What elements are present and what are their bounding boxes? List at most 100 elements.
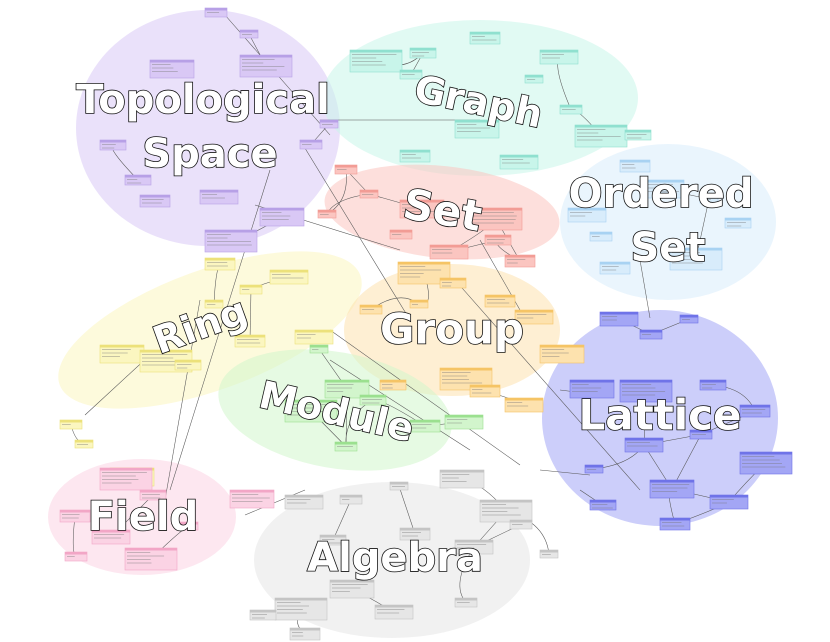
concept-node-group-6 (409, 299, 429, 309)
relation-edge-73 (84, 354, 151, 416)
concept-node-lattice-11 (649, 479, 695, 499)
concept-node-module-7 (334, 441, 358, 452)
concept-node-algebra-9 (509, 519, 533, 530)
concept-node-group-8 (439, 367, 493, 391)
region-label-lattice: Lattice (578, 391, 741, 440)
concept-node-ring-10 (59, 419, 83, 430)
concept-node-algebra-2 (339, 494, 363, 505)
concept-node-field-3 (59, 509, 91, 523)
concept-node-topological-space-6 (139, 194, 171, 208)
concept-node-topological-space-1 (204, 7, 228, 18)
concept-node-topological-space-12 (124, 174, 152, 186)
concept-node-algebra-16 (454, 597, 478, 608)
concept-node-group-7 (539, 344, 585, 364)
concept-node-set-9 (317, 209, 337, 219)
concept-node-graph-1 (349, 49, 403, 73)
relation-edge-75 (539, 469, 591, 476)
concept-node-algebra-11 (329, 579, 375, 599)
concept-node-group-10 (469, 384, 501, 398)
node-layer (59, 7, 793, 641)
concept-node-graph-9 (624, 129, 652, 141)
concept-node-lattice-5 (619, 379, 673, 403)
concept-node-group-2 (439, 277, 467, 289)
relation-edge-64 (329, 329, 521, 466)
concept-node-field-7 (229, 489, 275, 509)
concept-node-field-1 (99, 467, 153, 491)
concept-node-graph-6 (524, 74, 544, 84)
concept-node-graph-4 (539, 49, 579, 65)
concept-node-graph-10 (399, 149, 431, 163)
region-label-algebra: Algebra (307, 535, 483, 581)
concept-node-graph-7 (454, 119, 500, 139)
concept-node-algebra-6 (319, 534, 347, 546)
region-label-ordered-set-line-1: Ordered (569, 171, 754, 217)
concept-node-module-6 (444, 414, 484, 430)
concept-node-ordered-set-1 (619, 159, 651, 173)
concept-node-ring-2 (269, 269, 309, 285)
concept-node-algebra-13 (249, 609, 277, 621)
concept-node-set-5 (484, 234, 512, 246)
concept-node-algebra-15 (374, 604, 414, 620)
concept-node-set-3 (399, 199, 445, 219)
concept-node-ring-11 (74, 439, 94, 449)
concept-node-graph-11 (499, 154, 539, 170)
concept-node-module-5 (409, 419, 441, 433)
concept-node-set-2 (359, 189, 379, 199)
concept-node-ordered-set-5 (639, 179, 685, 199)
concept-node-algebra-8 (454, 539, 494, 555)
concept-node-module-3 (284, 399, 338, 423)
concept-node-topological-space-8 (299, 139, 323, 150)
relation-edge-51 (332, 499, 352, 541)
concept-node-field-6 (179, 521, 199, 531)
concept-node-topological-space-10 (259, 207, 305, 227)
concept-node-algebra-10 (539, 549, 559, 559)
concept-node-set-7 (429, 244, 469, 260)
concept-node-group-11 (504, 397, 544, 413)
concept-node-lattice-1 (599, 311, 639, 327)
concept-node-ring-7 (174, 359, 202, 371)
region-label-topological-space-line-2: Space (142, 131, 277, 177)
relation-edge-21 (249, 289, 252, 342)
concept-node-lattice-8 (624, 437, 664, 453)
concept-node-lattice-7 (739, 404, 771, 418)
concept-node-lattice-6 (699, 379, 727, 391)
concept-node-lattice-10 (584, 464, 604, 474)
concept-node-field-5 (64, 551, 88, 562)
relation-edge-67 (454, 279, 641, 491)
relation-edge-62 (169, 169, 271, 491)
region-label-ordered-set: Ordered Set (569, 171, 768, 271)
concept-node-topological-space-7 (199, 189, 239, 205)
concept-node-field-8 (124, 547, 178, 571)
concept-node-set-8 (389, 229, 413, 240)
relation-edge-74 (329, 359, 471, 451)
concept-node-topological-space-5 (99, 139, 127, 151)
concept-node-field-4 (91, 529, 131, 545)
region-blob-field (48, 459, 236, 575)
concept-node-lattice-12 (739, 451, 793, 475)
relation-edge-68 (639, 259, 651, 319)
concept-node-ordered-set-6 (669, 247, 723, 271)
concept-node-group-4 (514, 309, 554, 325)
concept-node-ordered-set-4 (699, 194, 719, 204)
concept-node-set-1 (334, 164, 358, 175)
concept-node-set-4 (469, 207, 523, 231)
concept-node-group-5 (359, 304, 383, 315)
concept-node-algebra-3 (389, 481, 409, 491)
concept-node-ring-1 (204, 257, 236, 271)
region-label-ordered-set-line-2: Set (630, 225, 705, 271)
concept-node-topological-space-9 (319, 119, 339, 129)
concept-node-ordered-set-8 (599, 261, 631, 275)
concept-node-topological-space-4 (239, 54, 293, 78)
concept-node-ring-5 (99, 344, 145, 364)
concept-node-ring-3 (239, 284, 263, 295)
concept-node-algebra-12 (274, 597, 328, 621)
concept-node-set-6 (504, 254, 536, 268)
concept-node-ring-8 (234, 334, 266, 348)
relation-edge-61 (299, 139, 411, 321)
concept-node-algebra-5 (479, 499, 533, 523)
concept-node-lattice-4 (569, 379, 615, 399)
region-label-topological-space: Topological Space (76, 77, 343, 177)
concept-node-topological-space-2 (239, 29, 259, 39)
concept-node-lattice-13 (589, 499, 617, 511)
concept-node-group-3 (484, 294, 516, 308)
